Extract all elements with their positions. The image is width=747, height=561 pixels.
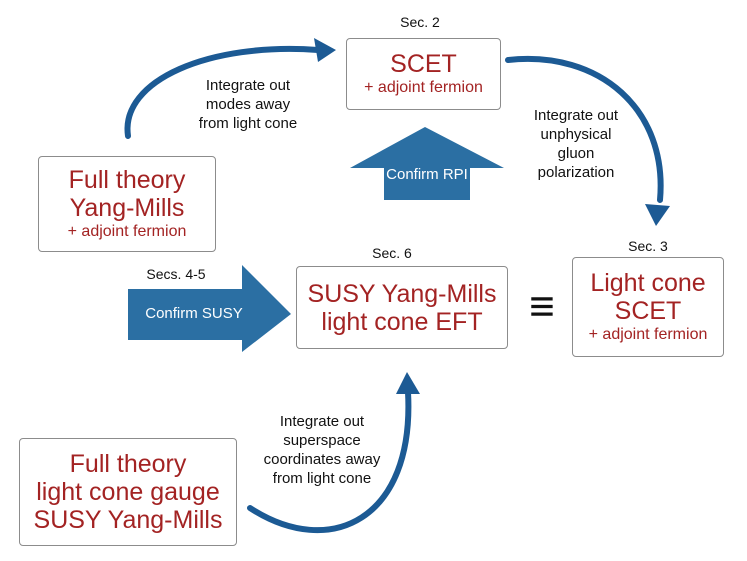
curve-label-top-left-line2: modes away [205,96,291,113]
curve-label-top-right-line3: gluon [557,145,595,162]
curve-label-top-left-line3: from light cone [198,115,298,132]
full-theory-ym-line2: Yang-Mills [69,194,185,222]
curve-label-top-right: Integrate out unphysical gluon polarizat… [514,106,638,182]
scet-box-subtitle: + adjoint fermion [364,79,483,96]
curve-arrow-full-theory-to-scet [124,46,321,139]
curve-arrow-scet-to-light-cone [505,55,664,203]
curve-arrow-lc-to-eft [247,389,412,534]
light-cone-scet-line2: SCET [614,297,682,325]
full-theory-lc-line3: SUSY Yang-Mills [33,506,223,534]
curve-label-bottom-line4: from light cone [272,470,372,487]
full-theory-ym-line1: Full theory [68,166,186,194]
light-cone-scet-line1: Light cone [590,269,706,297]
susy-eft-line1: SUSY Yang-Mills [307,279,497,308]
confirm-susy-label: Confirm SUSY [145,305,243,322]
section-label-scet: Sec. 2 [400,14,440,30]
scet-box-title: SCET [390,50,457,78]
full-theory-lc-line1: Full theory [69,450,187,478]
curve-label-top-left-line1: Integrate out [205,77,291,94]
curve-label-top-right-line4: polarization [537,164,615,181]
light-cone-scet-box: Light cone SCET + adjoint fermion [572,257,724,357]
curve-arrow-head-light-cone [645,204,670,226]
curve-arrow-head-eft [396,372,420,394]
section-label-susy-eft: Sec. 6 [372,245,412,261]
susy-eft-box: SUSY Yang-Mills light cone EFT [296,266,508,349]
full-theory-ym-line3: + adjoint fermion [67,223,187,240]
equivalence-symbol: ≡ [529,282,555,331]
curve-label-top-right-line1: Integrate out [533,107,619,124]
section-label-light-cone-scet: Sec. 3 [628,238,668,254]
full-theory-light-cone-box: Full theory light cone gauge SUSY Yang-M… [19,438,237,546]
curve-label-bottom-line3: coordinates away [263,451,381,468]
curve-label-bottom-line1: Integrate out [279,413,365,430]
section-label-confirm-susy: Secs. 4-5 [146,266,206,282]
confirm-rpi-label: Confirm RPI [386,166,468,183]
curve-label-top-left: Integrate out modes away from light cone [178,76,318,133]
light-cone-scet-line3: + adjoint fermion [588,326,708,343]
confirm-susy-arrow [128,265,291,352]
susy-eft-line2: light cone EFT [321,307,483,336]
scet-box: SCET + adjoint fermion [346,38,501,110]
curve-arrow-head-scet [314,38,336,62]
full-theory-yang-mills-box: Full theory Yang-Mills + adjoint fermion [38,156,216,252]
confirm-rpi-arrow [350,127,504,200]
curve-label-bottom: Integrate out superspace coordinates awa… [252,412,392,488]
curve-label-top-right-line2: unphysical [540,126,612,143]
curve-label-bottom-line2: superspace [283,432,361,449]
full-theory-lc-line2: light cone gauge [36,478,220,506]
